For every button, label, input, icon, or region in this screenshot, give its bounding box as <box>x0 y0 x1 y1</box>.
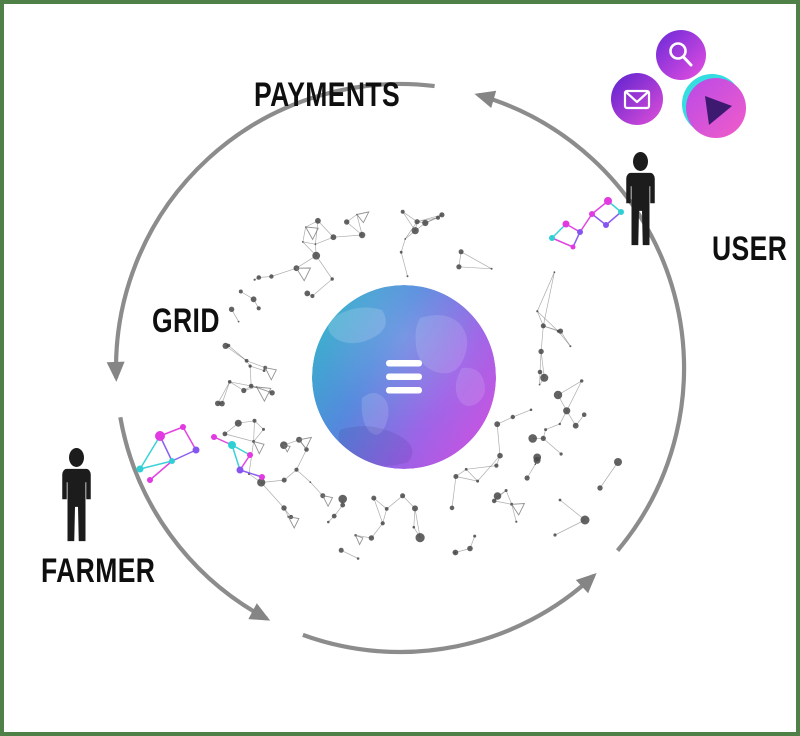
threefold-logo-icon <box>386 360 422 394</box>
mail-icon <box>611 73 663 125</box>
app-icons <box>611 30 746 138</box>
grid-node-cluster-left <box>136 424 265 483</box>
flow-circle-arrows <box>106 81 687 655</box>
play-icon <box>682 74 746 138</box>
mesh-network-sphere <box>215 209 622 560</box>
label-user: USER <box>712 230 788 268</box>
globe <box>312 285 496 469</box>
label-farmer: FARMER <box>41 552 156 590</box>
farmer-person-icon <box>62 448 91 542</box>
label-grid: GRID <box>152 302 220 340</box>
grid-node-cluster-right <box>549 197 624 250</box>
search-icon <box>656 30 706 80</box>
label-payments: PAYMENTS <box>254 76 401 114</box>
